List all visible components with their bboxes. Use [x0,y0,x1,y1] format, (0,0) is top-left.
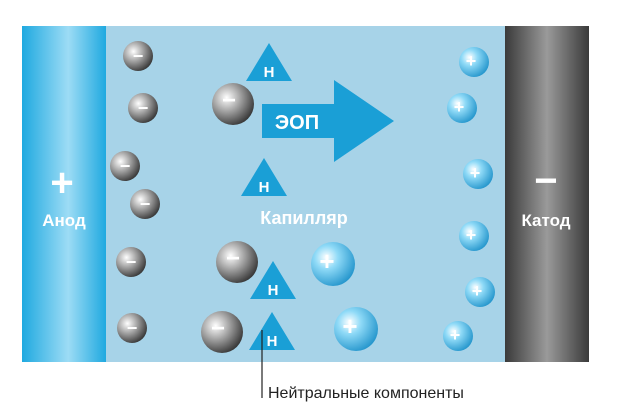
anode-sign: + [50,161,73,205]
negative-particle-large: − [201,311,243,353]
negative-particle: − [130,189,160,219]
capillary-region [104,26,506,362]
svg-text:−: − [133,46,144,66]
cathode-label: Катод [521,211,570,230]
svg-text:−: − [126,252,137,272]
svg-text:+: + [470,163,481,183]
positive-particle-large: + [311,242,355,286]
negative-particle-large: − [212,83,254,125]
svg-text:+: + [450,325,461,345]
svg-text:Н: Н [264,64,275,81]
svg-text:−: − [222,87,236,114]
svg-text:−: − [211,315,225,342]
positive-particle: + [459,47,489,77]
anode-electrode [22,26,106,362]
eof-label: ЭОП [275,112,319,134]
neutral-component: Н [246,43,292,81]
positive-particle: + [447,93,477,123]
svg-text:−: − [127,318,138,338]
svg-text:+: + [466,225,477,245]
positive-particle: + [465,277,495,307]
svg-text:+: + [472,281,483,301]
positive-particle: + [463,159,493,189]
neutral-component: Н [250,261,296,299]
neutral-caption: Нейтральные компоненты [268,385,464,402]
negative-particle: − [123,41,153,71]
anode-label: Анод [42,211,86,230]
svg-text:−: − [140,194,151,214]
svg-text:Н: Н [267,333,278,350]
svg-text:−: − [226,245,240,272]
svg-text:+: + [319,246,334,276]
cathode-sign: − [534,159,557,203]
positive-particle: + [459,221,489,251]
negative-particle: − [128,93,158,123]
svg-text:−: − [120,156,131,176]
positive-particle: + [443,321,473,351]
svg-text:+: + [342,311,357,341]
negative-particle: − [110,151,140,181]
negative-particle: − [117,313,147,343]
negative-particle: − [116,247,146,277]
capillary-label: Капилляр [260,208,348,228]
svg-text:+: + [466,51,477,71]
svg-text:+: + [454,97,465,117]
neutral-component: Н [249,312,295,350]
negative-particle-large: − [216,241,258,283]
svg-text:Н: Н [268,282,279,299]
eof-arrow [262,80,394,162]
cathode-electrode [505,26,589,362]
svg-text:Н: Н [259,179,270,196]
neutral-component: Н [241,158,287,196]
positive-particle-large: + [334,307,378,351]
svg-text:−: − [138,98,149,118]
